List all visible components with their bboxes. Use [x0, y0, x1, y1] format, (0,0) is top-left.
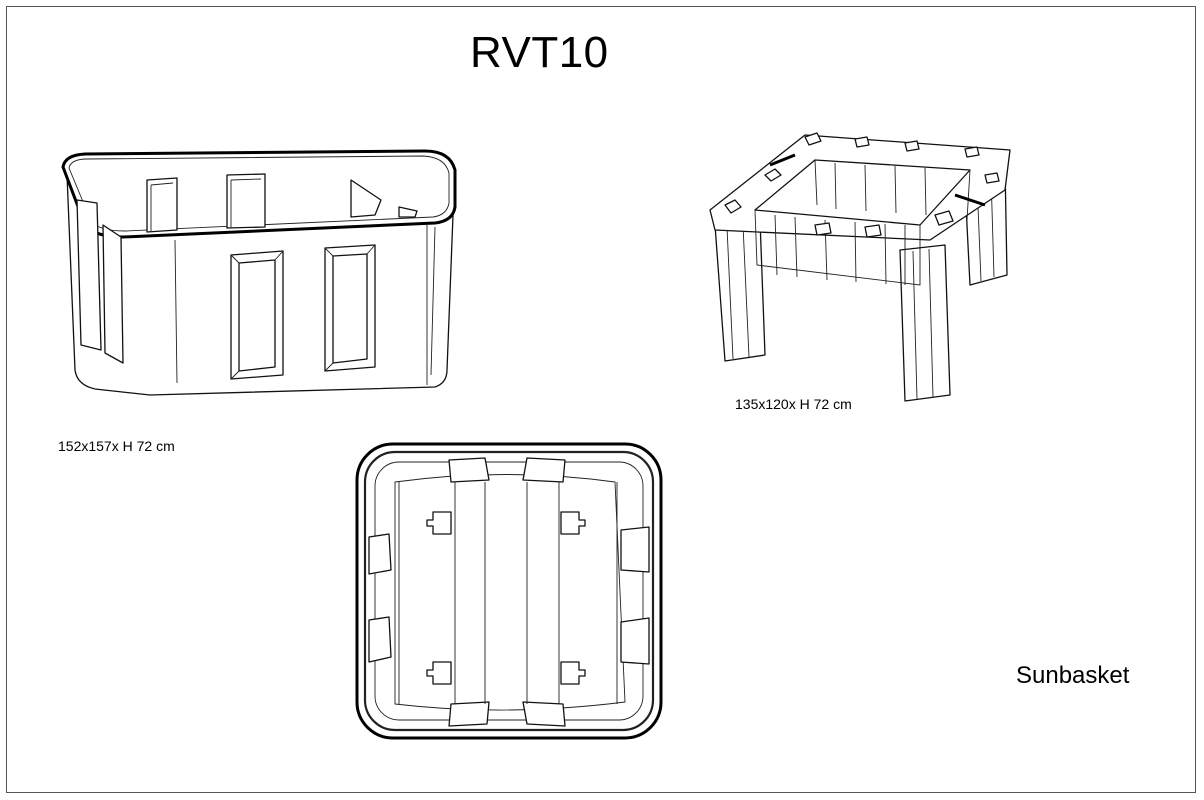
- page-title: RVT10: [470, 28, 609, 77]
- tank-top-view-drawing: [355, 442, 665, 742]
- drawing-border: [6, 6, 1196, 793]
- tank-perspective-drawing: [55, 145, 465, 400]
- brand-name: Sunbasket: [1016, 662, 1130, 689]
- stand-dimensions-label: 135x120x H 72 cm: [735, 396, 852, 412]
- stand-perspective-drawing: [705, 125, 1020, 405]
- tank-dimensions-label: 152x157x H 72 cm: [58, 438, 175, 454]
